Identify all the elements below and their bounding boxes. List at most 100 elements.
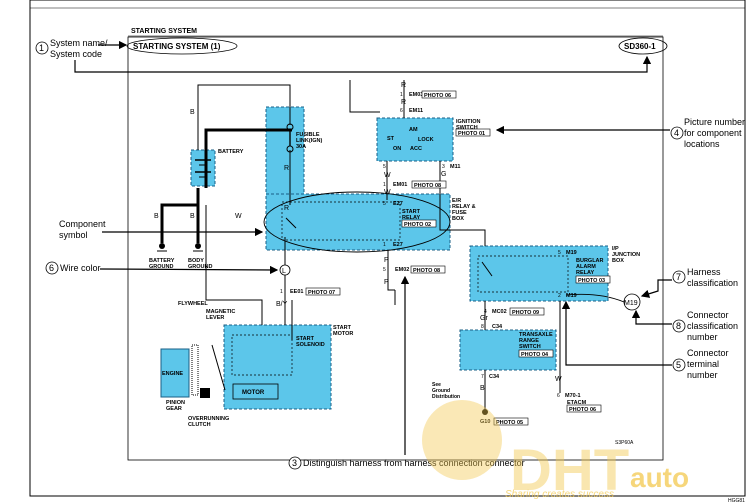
wire-p-2: P	[384, 279, 389, 286]
callout-4-text-2: for component	[684, 128, 742, 138]
battery-symbol	[195, 159, 211, 178]
wire-b-4: B	[480, 385, 485, 392]
conn-m19-bottom: M19	[566, 293, 577, 299]
ijb-label-2: JUNCTION	[612, 252, 640, 258]
engine-label: ENGINE	[162, 371, 183, 377]
callout-5-text-3: number	[687, 370, 718, 380]
wire-b-1: B	[190, 109, 195, 116]
start-solenoid-label-2: SOLENOID	[296, 342, 325, 348]
wire-by-1: B/Y	[276, 301, 288, 308]
etacm-label: ETACM	[567, 400, 587, 406]
callout-5-text-1: Connector	[687, 348, 729, 358]
watermark-tagline: Sharing creates success	[505, 489, 614, 500]
fusible-link-label-3: 30A	[296, 144, 306, 150]
callout-1-text-1: System name/	[50, 38, 108, 48]
see-ground-label-1: See	[432, 382, 441, 388]
wire-p-1: P	[384, 257, 389, 264]
battery-label: BATTERY	[218, 149, 244, 155]
callout-3-text: Distinguish harness from harness connect…	[303, 458, 525, 468]
conn-g10: G10	[480, 419, 490, 425]
callout-7-number: 7	[676, 272, 681, 282]
pinion-gear-label-2: GEAR	[166, 406, 182, 412]
watermark-brand: auto	[630, 462, 689, 493]
ign-on: ON	[393, 146, 401, 152]
pin-8a: 8	[481, 324, 484, 330]
wire-w-3: W	[384, 189, 391, 196]
conn-c34-top: C34	[492, 324, 503, 330]
photo-tag-4: PHOTO 08	[414, 183, 441, 189]
ijb-label-3: BOX	[612, 258, 624, 264]
photo-tag-6: PHOTO 07	[308, 290, 335, 296]
transaxle-label-1: TRANSAXLE	[519, 332, 553, 338]
engine-block	[160, 348, 190, 398]
watermark-circle	[422, 400, 502, 480]
burglar-label-3: RELAY	[576, 270, 594, 276]
body-ground-symbol	[193, 243, 203, 252]
wire-r-3: R	[401, 99, 406, 106]
system-code-ring	[618, 37, 668, 55]
er-box-label-3: FUSE	[452, 210, 467, 216]
battery-box	[190, 149, 216, 187]
figure-code: S3P60A	[615, 440, 634, 446]
ignition-switch-box	[376, 117, 454, 162]
start-solenoid-label-1: START	[296, 336, 315, 342]
callout-6-text: Wire color	[60, 263, 101, 273]
flywheel-label: FLYWHEEL	[178, 301, 208, 307]
callout-8-number: 8	[676, 321, 681, 331]
conn-e27-bottom: E27	[393, 242, 403, 248]
callout-7-text-2: classification	[687, 278, 738, 288]
wire-b-2: B	[154, 213, 159, 220]
wire-color-letter: L	[282, 268, 286, 275]
see-ground-label-2: Ground	[432, 388, 450, 394]
pin-7a: 7	[481, 374, 484, 380]
m19-circle-label: M19	[624, 300, 638, 307]
callout-2-text-2: symbol	[59, 230, 88, 240]
ign-st: ST	[387, 136, 395, 142]
burglar-relay-symbol	[477, 255, 569, 293]
start-relay-symbol	[281, 201, 401, 241]
pin-1c: 1	[383, 242, 386, 248]
component-symbol-ring	[263, 191, 451, 253]
pin-1b: 1	[383, 182, 386, 188]
photo-tag-3: PHOTO 02	[404, 222, 431, 228]
callout-5-text-2: terminal	[687, 359, 719, 369]
fusible-link-symbol	[286, 123, 294, 153]
conn-c34-bottom: C34	[489, 374, 500, 380]
page-corner-code: HGG81	[728, 498, 745, 504]
diagram-frame	[127, 36, 664, 461]
wire-b-3: B	[190, 213, 195, 220]
callout-4-number: 4	[674, 128, 679, 138]
callout-6-number: 6	[49, 263, 54, 273]
pinion-gear-label-1: PINION	[166, 400, 185, 406]
callout-1-text-2: System code	[50, 49, 102, 59]
wire-w-4: W	[555, 376, 562, 383]
pin-3a: 3	[442, 164, 445, 170]
callout-1-number: 1	[39, 43, 44, 53]
system-code: SD360-1	[624, 42, 656, 51]
g10-ground-symbol	[482, 409, 488, 415]
wire-g-1: G	[441, 171, 446, 178]
conn-ee01: EE01	[290, 289, 303, 295]
conn-m70: M70-1	[565, 393, 581, 399]
photo-tag-7: PHOTO 03	[578, 278, 605, 284]
page-frame	[29, 0, 746, 497]
conn-m19-top: M19	[566, 250, 577, 256]
callout-8-text-3: number	[687, 332, 718, 342]
battery-ground-label-1: BATTERY	[149, 258, 175, 264]
wire-r-4: R	[284, 205, 289, 212]
conn-em03: EM03	[409, 92, 423, 98]
callout-8-text-2: classification	[687, 321, 738, 331]
conn-em11: EM11	[409, 108, 423, 114]
system-name: STARTING SYSTEM (1)	[133, 42, 221, 51]
er-box-label-1: E/R	[452, 198, 461, 204]
pin-5a: 5	[383, 164, 386, 170]
flywheel-symbol	[191, 344, 199, 396]
start-relay-label-2: RELAY	[402, 215, 420, 221]
wire-w-2: W	[384, 172, 391, 179]
overrunning-label-2: CLUTCH	[188, 422, 211, 428]
fusible-link-box	[265, 106, 305, 195]
watermark-dht: DHT	[510, 438, 629, 503]
callout-8-text-1: Connector	[687, 310, 729, 320]
pin-5d: 5	[558, 250, 561, 256]
